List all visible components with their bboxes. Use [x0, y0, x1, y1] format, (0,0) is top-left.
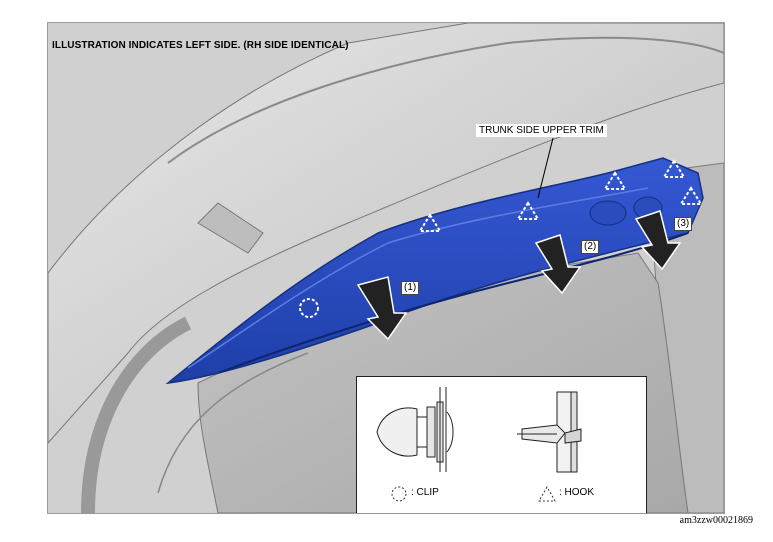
hook-legend-icon: [538, 485, 556, 502]
clip-legend-icon: [391, 486, 407, 502]
trim-upper-ridge: [187, 187, 649, 369]
hook-diagram: [517, 391, 582, 473]
step-label-1: (1): [401, 281, 420, 295]
legend-box: : CLIP : HOOK: [356, 376, 647, 513]
arrow-1: [356, 276, 408, 341]
arrow-3: [634, 210, 682, 271]
illustration-frame: ILLUSTRATION INDICATES LEFT SIDE. (RH SI…: [47, 22, 725, 514]
arrow-2: [534, 234, 582, 295]
legend-drawings: [376, 387, 582, 502]
hook-legend-label: : HOOK: [559, 487, 595, 498]
step-label-3: (3): [674, 217, 693, 231]
trunk-side-upper-trim: [165, 157, 704, 385]
clip-diagram: [376, 387, 454, 472]
callout-leader: [537, 137, 554, 199]
clip-legend-label: : CLIP: [411, 487, 439, 498]
trim-lower-ridge: [217, 232, 689, 374]
wheel-arch: [81, 316, 192, 513]
illustration-heading: ILLUSTRATION INDICATES LEFT SIDE. (RH SI…: [52, 40, 349, 51]
clip-marker: [299, 298, 319, 318]
document-code: am3zzw00021869: [679, 515, 753, 526]
step-label-2: (2): [581, 240, 600, 254]
trim-bulge: [589, 200, 627, 226]
panel-lower-line: [157, 352, 309, 494]
roof-edge: [167, 36, 724, 164]
pillar-bracket: [197, 202, 264, 254]
trunk-side-upper-trim-label: TRUNK SIDE UPPER TRIM: [476, 124, 607, 137]
